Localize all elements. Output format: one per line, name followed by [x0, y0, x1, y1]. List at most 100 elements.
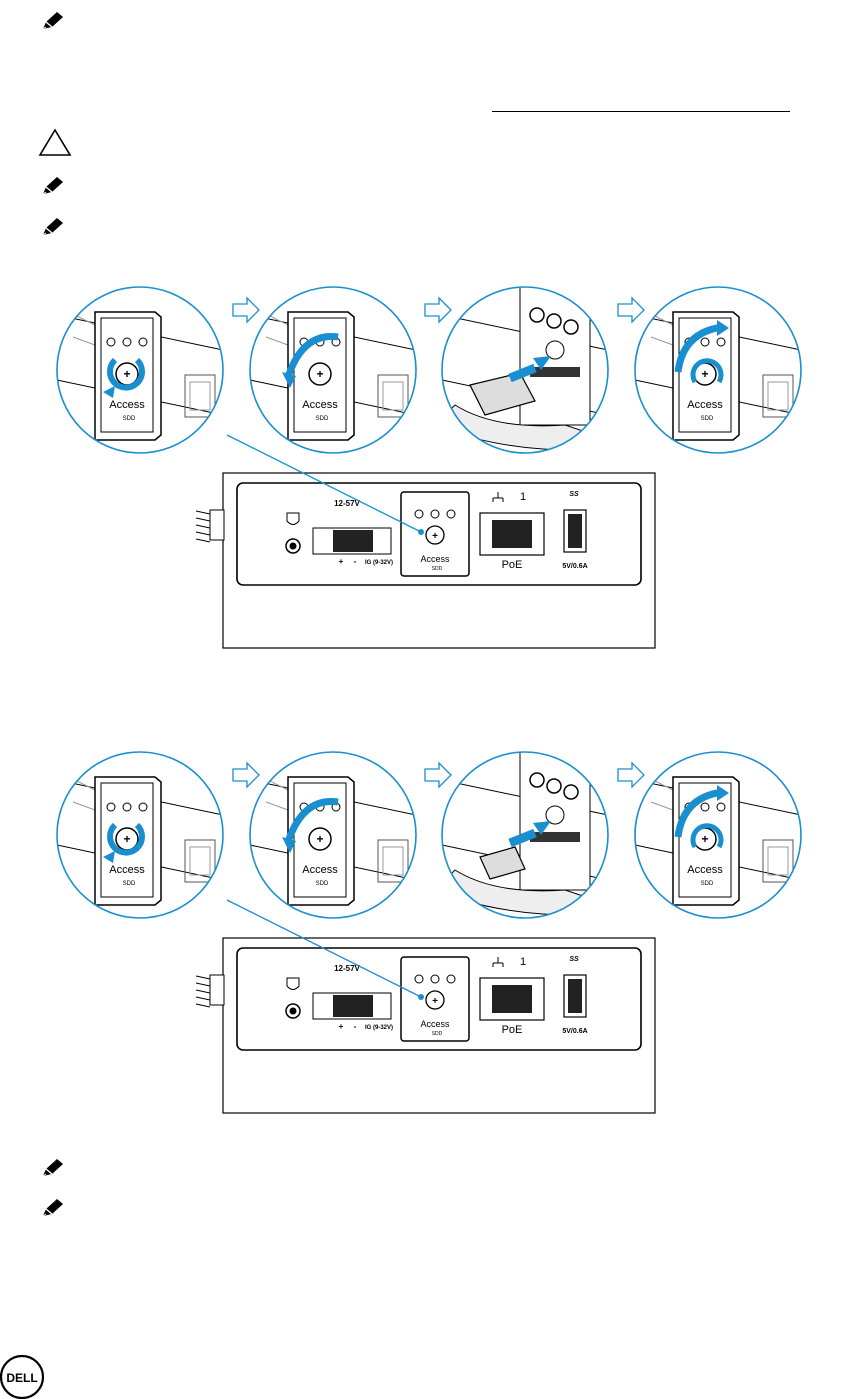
connector-outline [184, 374, 216, 418]
access-door-frame [100, 317, 154, 433]
screw-plus: + [123, 367, 130, 381]
led-icon [138, 337, 148, 347]
terminal-minus-label: - [354, 557, 357, 566]
antenna-thread [195, 996, 211, 1001]
led-icon [430, 974, 440, 984]
next-step-arrow-icon [424, 296, 452, 324]
connector-inner [767, 381, 789, 411]
screw-icon [425, 990, 445, 1010]
connector-outline [377, 374, 409, 418]
connector-inner [189, 381, 211, 411]
power-input-label: 12-57V [334, 964, 360, 973]
connector-outline [184, 839, 216, 883]
microsd-card-installation: +AccessSDD+AccessSDD+AccessSDD12-57V+-IG… [56, 751, 802, 1114]
detail-circle-outline [634, 751, 802, 919]
rotate-arrow-icon [690, 823, 724, 849]
antenna-connector-icon [546, 778, 562, 794]
led-icon [700, 802, 710, 812]
microsd-card-icon [479, 846, 526, 880]
usb-rating: 5V/0.6A [562, 1028, 587, 1035]
detail-zoom-3 [442, 287, 608, 451]
screw-plus: + [123, 832, 130, 846]
connector-outline [762, 839, 794, 883]
dell-logo-text: DELL [6, 1371, 37, 1385]
usb-logo: SS [569, 491, 579, 498]
arrow-head-icon [103, 851, 115, 863]
ethernet-jack [492, 985, 532, 1013]
connector-inner [382, 846, 404, 876]
next-step-arrow-icon [232, 296, 260, 324]
led-icon [716, 337, 726, 347]
screw-icon [308, 362, 332, 386]
arrow-head-icon [533, 821, 551, 835]
screw-plus: + [701, 367, 708, 381]
access-label: Access [302, 399, 338, 411]
arrow-head-icon [282, 837, 296, 853]
screw-plus: + [432, 996, 438, 1007]
antenna-thread [195, 510, 211, 515]
poe-label: PoE [502, 559, 523, 571]
shield-icon [286, 512, 300, 525]
panel-access-label: Access [420, 1019, 450, 1029]
usb-rating: 5V/0.6A [562, 563, 587, 570]
port-icon [545, 340, 565, 360]
sdd-label: SDD [316, 416, 329, 422]
detail-circle-outline [249, 751, 417, 919]
open-arrow-icon [284, 333, 339, 379]
antenna-connector-icon [563, 319, 579, 335]
terminal-ig-label: IG (9-32V) [365, 1025, 393, 1031]
connector-outline [377, 839, 409, 883]
next-step-arrow-icon [424, 761, 452, 789]
pencil-note-icon [42, 1199, 63, 1217]
network-icon [492, 957, 504, 967]
detail-circle-outline [441, 286, 609, 454]
dell-logo: DELL [0, 1354, 45, 1399]
screw-plus: + [432, 531, 438, 542]
connector-outline [762, 374, 794, 418]
antenna-stub [209, 974, 225, 1006]
sdd-label: SDD [123, 881, 136, 887]
access-label: Access [109, 864, 145, 876]
callout-line [226, 899, 422, 998]
open-arrow-icon [284, 798, 339, 844]
access-label: Access [687, 864, 723, 876]
led-icon [430, 509, 440, 519]
pencil-note-icon [42, 177, 63, 195]
antenna-connector-icon [529, 772, 545, 788]
power-terminal-plug [333, 995, 373, 1017]
caution-triangle-icon [38, 128, 72, 156]
shield-icon [286, 977, 300, 990]
sdd-label: SDD [123, 416, 136, 422]
arrow-head-icon [103, 386, 115, 398]
poe-label: PoE [502, 1024, 523, 1036]
screw-plus: + [316, 367, 323, 381]
link-underline[interactable] [492, 111, 790, 112]
led-icon [716, 802, 726, 812]
antenna-thread [195, 531, 211, 536]
antenna-thread [195, 975, 211, 980]
panel-sdd-label: SDD [432, 1031, 443, 1037]
led-icon [138, 802, 148, 812]
power-terminal-plug [333, 530, 373, 552]
rotate-arrow-icon [107, 822, 145, 856]
screw-icon [308, 827, 332, 851]
led-icon [414, 509, 424, 519]
detail-circle-outline [56, 286, 224, 454]
antenna-thread [195, 538, 211, 543]
sdd-label: SDD [316, 881, 329, 887]
sd-card-installation-figure: +AccessSDD+AccessSDD+AccessSDD12-57V+-IG… [56, 286, 802, 649]
port-number: 1 [520, 956, 526, 968]
callout-line [226, 434, 422, 533]
detail-circle-outline [441, 751, 609, 919]
close-arrow-icon [674, 788, 724, 838]
rotate-arrow-icon [690, 358, 724, 384]
pencil-note-icon [42, 12, 63, 30]
led-icon [122, 337, 132, 347]
access-door-frame [293, 782, 347, 898]
detail-zoom-3 [442, 752, 608, 916]
screw-icon [425, 525, 445, 545]
connector-inner [189, 846, 211, 876]
